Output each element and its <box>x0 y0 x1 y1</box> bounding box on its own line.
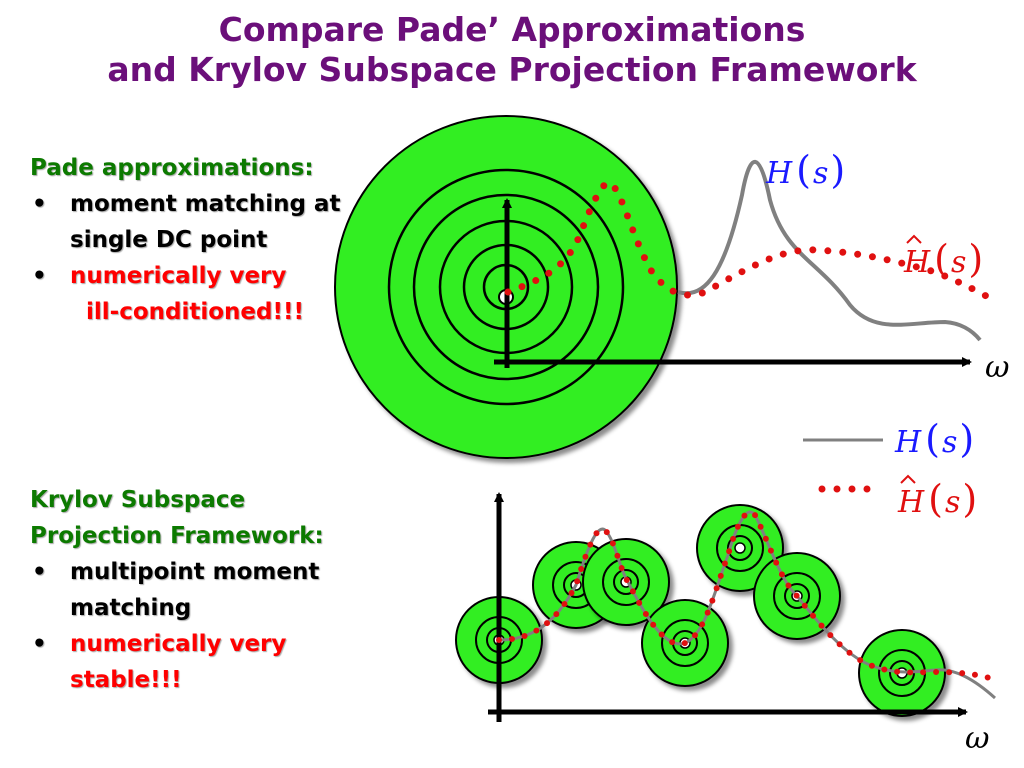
legend: H(s) H(s) <box>803 417 977 521</box>
krylov-section: Krylov Subspace Projection Framework: • … <box>30 482 324 698</box>
hat-mark <box>906 234 922 244</box>
pade-approx-curve <box>504 179 992 301</box>
pade-bullet-2-line-1: numerically very <box>70 263 287 289</box>
disk-ring <box>661 619 709 667</box>
slide-title: Compare Pade’ Approximations and Krylov … <box>0 10 1024 90</box>
krylov-bullet-2-line-2: stable!!! <box>70 667 182 693</box>
pade-heading: Pade approximations: <box>30 155 314 181</box>
disk-ring <box>387 168 625 406</box>
hat-mark <box>900 474 916 484</box>
legend-Hhat-label: H(s) <box>897 477 977 521</box>
H-label-top: H(s) <box>765 148 845 192</box>
krylov-heading-line-2: Projection Framework: <box>30 523 324 549</box>
pade-section: Pade approximations: • moment matching a… <box>30 150 340 330</box>
Hhat-label-top: H(s) <box>903 237 983 281</box>
expansion-point <box>734 542 746 554</box>
title-line-2: and Krylov Subspace Projection Framework <box>107 50 917 89</box>
disk-ring <box>784 583 810 609</box>
pade-bullet-2-line-2: ill-conditioned!!! <box>86 299 304 325</box>
krylov-bullet-1-line-2: matching <box>70 595 192 621</box>
krylov-approx-curve <box>496 509 998 683</box>
krylov-heading-line-1: Krylov Subspace <box>30 487 246 513</box>
krylov-bullet-1-line-1: multipoint moment <box>70 559 320 585</box>
krylov-bullet-2-line-1: numerically very <box>70 631 287 657</box>
bullet-dot: • <box>32 263 47 289</box>
pade-bullet-1: • moment matching at single DC point <box>30 186 340 258</box>
bottom-axes <box>488 492 968 722</box>
top-axes <box>494 198 972 368</box>
exact-response-curve-top <box>677 159 982 342</box>
krylov-bullet-1: • multipoint moment matching <box>30 554 324 626</box>
title-line-1: Compare Pade’ Approximations <box>218 10 806 49</box>
pade-bullet-1-line-2: single DC point <box>70 227 268 253</box>
disk-ring <box>602 558 650 606</box>
disk-ring <box>412 193 600 381</box>
legend-H-label: H(s) <box>894 417 974 461</box>
pade-bullet-1-line-1: moment matching at <box>70 191 341 217</box>
disk-ring <box>727 535 753 561</box>
bullet-dot: • <box>32 631 47 657</box>
disk-ring <box>613 569 639 595</box>
omega-label-bottom: ω <box>965 721 989 756</box>
pade-bullet-2: • numerically very ill-conditioned!!! <box>30 258 340 330</box>
krylov-bullet-2: • numerically very stable!!! <box>30 626 324 698</box>
omega-label-top: ω <box>985 350 1009 385</box>
disk-ring <box>773 572 821 620</box>
bullet-dot: • <box>32 559 47 585</box>
bullet-dot: • <box>32 191 47 217</box>
